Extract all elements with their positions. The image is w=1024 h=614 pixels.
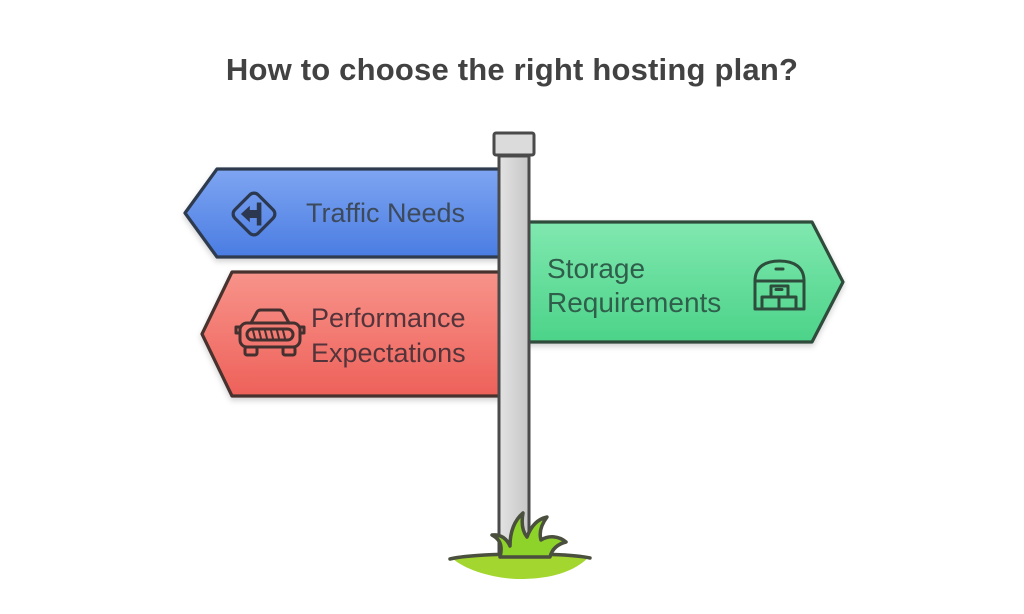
signpost-pole xyxy=(497,154,531,560)
sign-label-line: Traffic Needs xyxy=(306,198,466,228)
sign-label-line: Expectations xyxy=(311,338,466,368)
sign-label-storage-requirements: Storage Requirements xyxy=(547,252,721,320)
warehouse-icon xyxy=(753,259,806,311)
car-icon xyxy=(234,308,306,357)
page-title: How to choose the right hosting plan? xyxy=(225,52,799,87)
sign-label-line: Storage xyxy=(547,253,646,284)
signpost-pole-cap xyxy=(492,131,536,157)
sign-label-line: Requirements xyxy=(547,287,722,318)
sign-label-performance-expectations: Performance Expectations xyxy=(311,301,466,371)
grass-tuft xyxy=(490,511,568,559)
sign-label-line: Performance xyxy=(311,303,466,333)
sign-label-traffic-needs: Traffic Needs xyxy=(306,198,465,229)
grass-mound xyxy=(452,553,588,579)
road-junction-icon xyxy=(231,191,277,237)
